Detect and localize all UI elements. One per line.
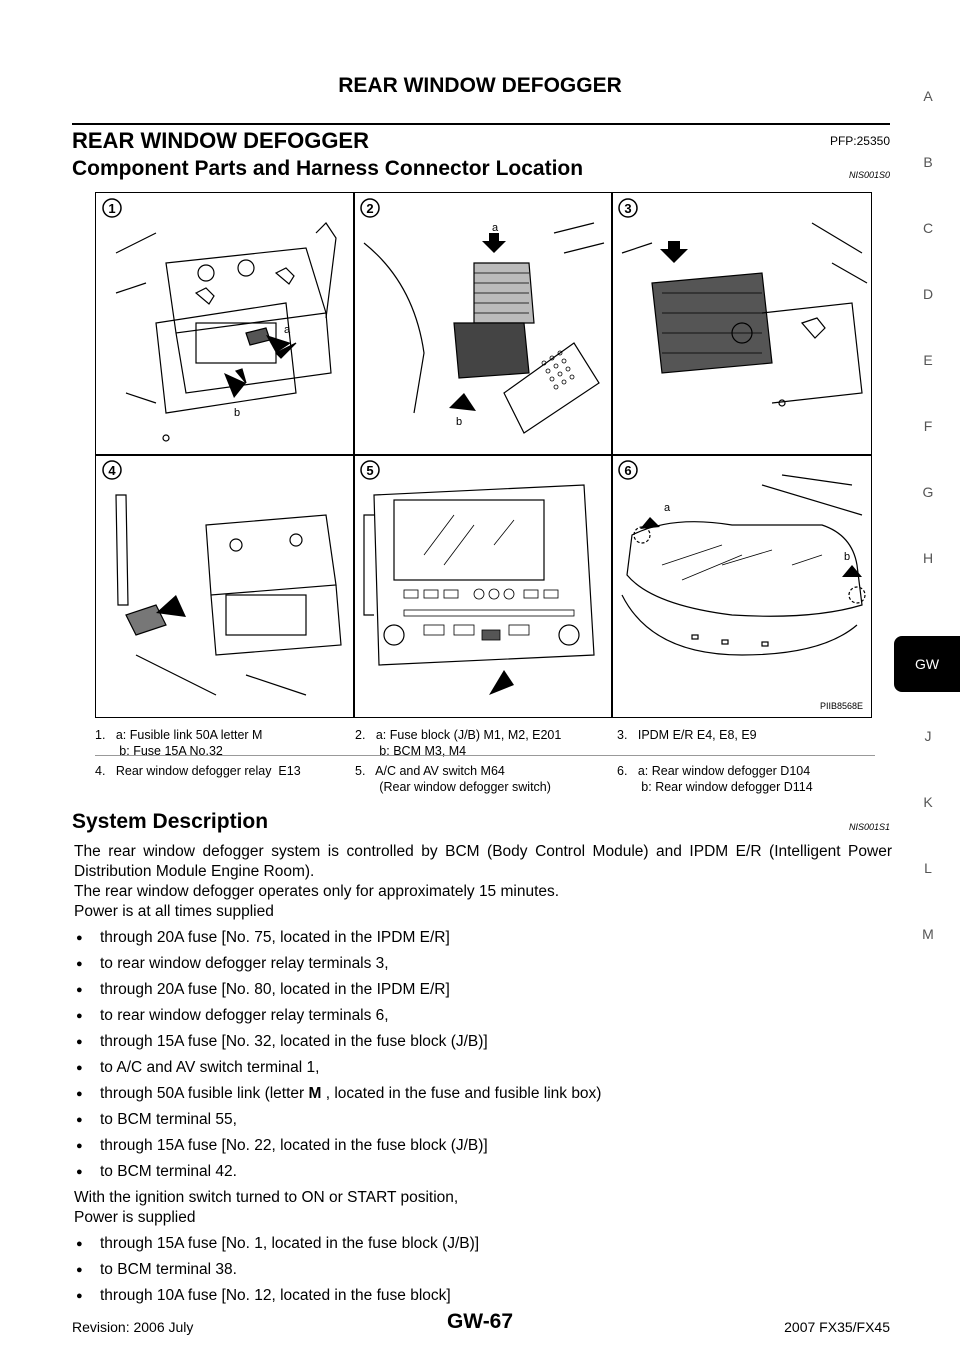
panel-2-fuse-block-bcm: 2 a b bbox=[354, 193, 612, 454]
bullet-item: through 15A fuse [No. 32, located in the… bbox=[74, 1032, 892, 1052]
panel-1-engine-fuse-box: 1 a b bbox=[96, 193, 354, 454]
panel-3-ipdm-er: 3 bbox=[612, 193, 870, 454]
side-tab-a[interactable]: A bbox=[923, 88, 933, 104]
caption-4: 4. Rear window defogger relay E13 bbox=[95, 764, 301, 778]
bullet-item: through 10A fuse [No. 12, located in the… bbox=[74, 1286, 892, 1306]
intro-line-3: Power is at all times supplied bbox=[74, 903, 274, 920]
side-tab-h[interactable]: H bbox=[922, 550, 934, 566]
section-heading-components: Component Parts and Harness Connector Lo… bbox=[72, 157, 584, 180]
panel-5-ac-av-switch: 5 bbox=[354, 455, 612, 716]
bullet-item: through 15A fuse [No. 22, located in the… bbox=[74, 1136, 892, 1156]
caption-5: 5. A/C and AV switch M64 (Rear window de… bbox=[355, 764, 551, 794]
system-description-body: The rear window defogger system is contr… bbox=[74, 842, 892, 1312]
svg-text:b: b bbox=[844, 551, 850, 563]
bullet-item: to rear window defogger relay terminals … bbox=[74, 1006, 892, 1026]
bullet-item: to BCM terminal 38. bbox=[74, 1260, 892, 1280]
footer-model: 2007 FX35/FX45 bbox=[784, 1319, 890, 1335]
bullet-item: through 20A fuse [No. 80, located in the… bbox=[74, 980, 892, 1000]
svg-text:3: 3 bbox=[624, 201, 631, 216]
bullet-item: through 20A fuse [No. 75, located in the… bbox=[74, 928, 892, 948]
bullet-item: to BCM terminal 55, bbox=[74, 1110, 892, 1130]
side-tab-j[interactable]: J bbox=[924, 728, 932, 744]
intro-paragraph: The rear window defogger system is contr… bbox=[74, 843, 892, 880]
caption-1: 1. a: Fusible link 50A letter M b: Fuse … bbox=[95, 728, 263, 758]
svg-text:1: 1 bbox=[108, 201, 115, 216]
svg-text:2: 2 bbox=[366, 201, 373, 216]
svg-text:5: 5 bbox=[366, 463, 373, 478]
bullet-item: to A/C and AV switch terminal 1, bbox=[74, 1058, 892, 1078]
footer-page-number: GW-67 bbox=[446, 1310, 514, 1333]
side-tab-b[interactable]: B bbox=[923, 154, 933, 170]
panel-6-rear-window: 6 a b bbox=[612, 455, 870, 716]
side-tab-f[interactable]: F bbox=[923, 418, 933, 434]
side-tab-c[interactable]: C bbox=[922, 220, 934, 236]
side-tab-l[interactable]: L bbox=[924, 860, 932, 876]
caption-2: 2. a: Fuse block (J/B) M1, M2, E201 b: B… bbox=[355, 728, 562, 758]
main-heading: REAR WINDOW DEFOGGER bbox=[72, 128, 369, 153]
bullet-item: to BCM terminal 42. bbox=[74, 1162, 892, 1182]
side-tab-k[interactable]: K bbox=[923, 794, 933, 810]
caption-6: 6. a: Rear window defogger D104 b: Rear … bbox=[617, 764, 813, 794]
svg-text:b: b bbox=[234, 407, 240, 419]
section-heading-system: System Description bbox=[72, 810, 269, 833]
pfp-code: PFP:25350 bbox=[829, 134, 890, 148]
intro-line-2: The rear window defogger operates only f… bbox=[74, 883, 560, 900]
component-location-figure: 1 a b 2 bbox=[95, 192, 872, 718]
side-tab-m[interactable]: M bbox=[922, 926, 934, 942]
caption-3: 3. IPDM E/R E4, E8, E9 bbox=[617, 728, 757, 742]
side-tab-g[interactable]: G bbox=[922, 484, 934, 500]
bullet-item: through 15A fuse [No. 1, located in the … bbox=[74, 1234, 892, 1254]
bullet-item: to rear window defogger relay terminals … bbox=[74, 954, 892, 974]
header-rule bbox=[72, 123, 890, 125]
panel-4-defogger-relay: 4 bbox=[96, 455, 354, 716]
ignition-line-1: With the ignition switch turned to ON or… bbox=[74, 1189, 459, 1206]
bullet-item-fusible-link: through 50A fusible link (letter M , loc… bbox=[74, 1084, 892, 1104]
side-tab-gw-active[interactable]: GW bbox=[894, 636, 960, 692]
svg-text:6: 6 bbox=[624, 463, 631, 478]
svg-text:a: a bbox=[284, 324, 291, 336]
footer-revision: Revision: 2006 July bbox=[72, 1319, 194, 1335]
running-title: REAR WINDOW DEFOGGER bbox=[338, 74, 622, 97]
svg-text:a: a bbox=[664, 502, 671, 514]
side-tab-e[interactable]: E bbox=[923, 352, 933, 368]
section-code-system: NIS001S1 bbox=[848, 822, 890, 832]
svg-text:b: b bbox=[456, 416, 462, 428]
svg-text:a: a bbox=[492, 222, 499, 234]
svg-text:4: 4 bbox=[108, 463, 116, 478]
figure-id: PIIB8568E bbox=[819, 701, 863, 711]
side-tab-d[interactable]: D bbox=[922, 286, 934, 302]
section-code-components: NIS001S0 bbox=[848, 170, 890, 180]
ignition-line-2: Power is supplied bbox=[74, 1209, 196, 1226]
